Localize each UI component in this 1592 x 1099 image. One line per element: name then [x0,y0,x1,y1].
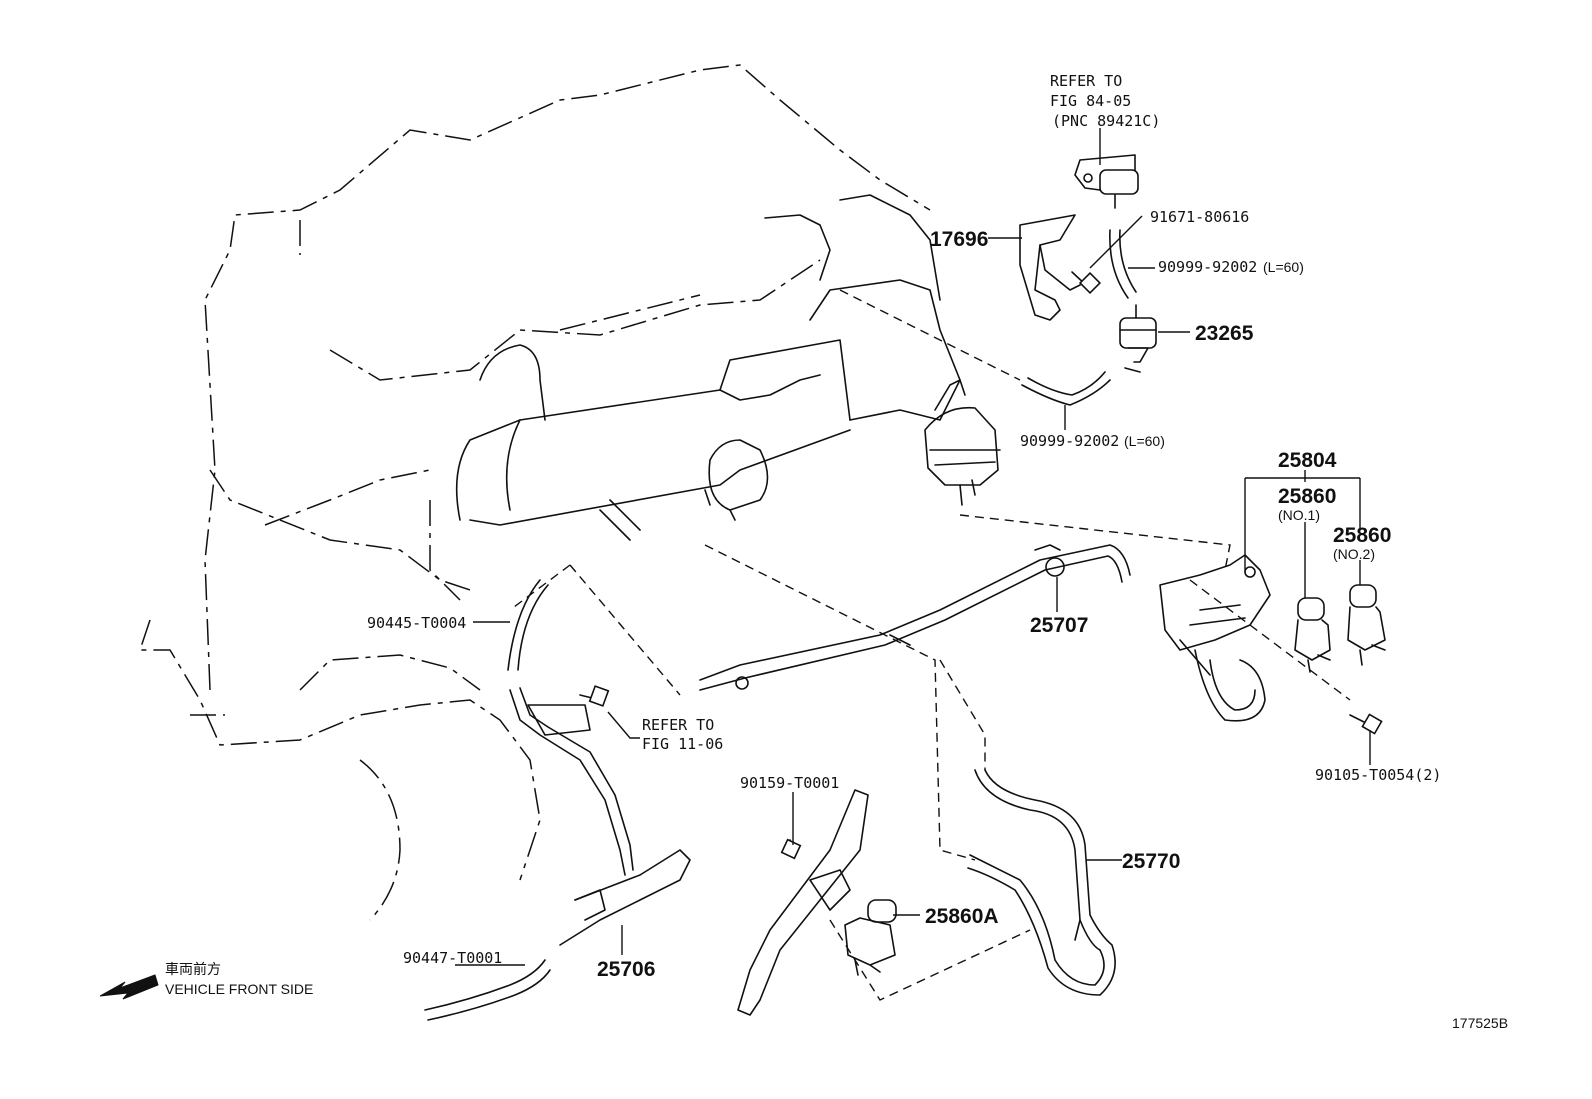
engine-outline [138,64,931,921]
front-label-en: VEHICLE FRONT SIDE [165,981,313,997]
label-91671-80616: 91671-80616 [1150,208,1249,226]
pressure-sensor-ref [1074,154,1139,209]
label-90999-upper-len: (L=60) [1263,259,1304,275]
hose-90999-upper [1109,229,1137,299]
refer-line1: REFER TO [642,716,714,734]
label-25860-no1: 25860 [1278,485,1336,508]
label-90447-t0001: 90447-T0001 [403,949,502,967]
bracket-assembly-25804 [1159,554,1271,722]
hose-90445 [507,579,549,671]
pipe-25706 [509,687,691,946]
connection-lines [509,289,1351,1001]
front-label-jp: 車両前方 [165,961,221,977]
refer-fig-84-05: REFER TO FIG 84-05 (PNC 89421C) [1050,72,1160,130]
label-25770: 25770 [1122,850,1180,873]
label-90999-lower-len: (L=60) [1124,433,1165,449]
vsv-25860-no2 [1347,584,1386,666]
bolt-ref-11-06 [579,685,610,707]
bolt-91671 [1071,271,1102,295]
label-25860a: 25860A [925,905,999,928]
label-25860-no2-sub: (NO.2) [1333,546,1375,562]
vsv-25860-no1 [1294,597,1331,673]
label-25860-no2: 25860 [1333,524,1391,547]
label-90999-upper: 90999-92002 [1158,258,1257,276]
hose-90999-lower [1021,371,1111,406]
label-90159-t0001: 90159-T0001 [740,774,839,792]
pipe-25770 [967,769,1116,996]
label-90445-t0004: 90445-T0004 [367,614,466,632]
label-25706: 25706 [597,958,655,981]
label-25804: 25804 [1278,449,1337,472]
bolt-90105 [1349,713,1383,735]
vsv-25860a [844,899,897,976]
vehicle-front-arrow-icon [99,974,159,1000]
label-23265: 23265 [1195,322,1254,345]
leader-lines [455,128,1371,966]
label-25707: 25707 [1030,614,1088,637]
label-17696: 17696 [930,228,988,251]
refer-fig-11-06: REFER TO FIG 11-06 [642,716,723,753]
refer-line2: FIG 84-05 [1050,92,1131,110]
bracket-90159 [737,789,869,1016]
hose-90447 [424,959,551,1021]
refer-line1: REFER TO [1050,72,1122,90]
pipe-25707 [699,544,1131,691]
label-25860-no1-sub: (NO.1) [1278,507,1320,523]
refer-line2: FIG 11-06 [642,735,723,753]
egr-cooler-assembly [455,194,1001,541]
label-90999-lower: 90999-92002 [1020,432,1119,450]
figure-id: 177525B [1452,1015,1508,1031]
label-90105-t0054: 90105-T0054(2) [1315,766,1441,784]
vsv-23265 [1119,304,1157,373]
refer-line3: (PNC 89421C) [1052,112,1160,130]
bracket-17696 [1019,214,1081,321]
